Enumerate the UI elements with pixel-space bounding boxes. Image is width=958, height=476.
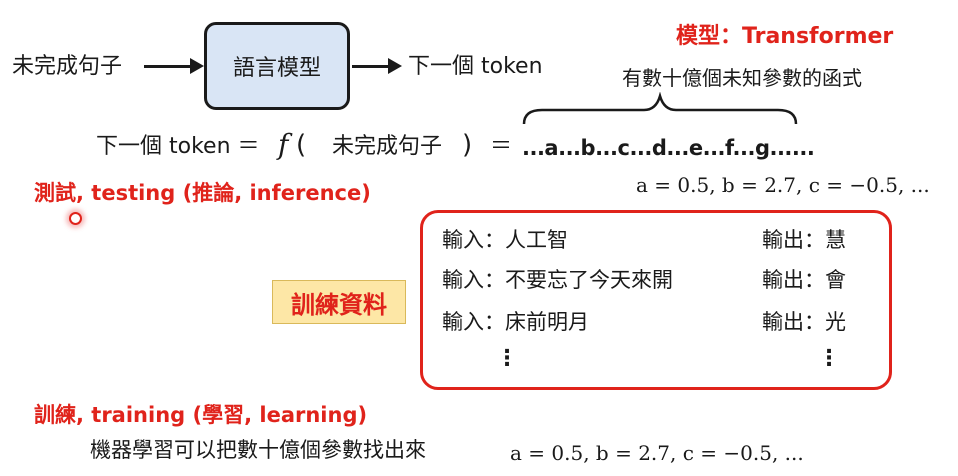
example-output-1: 輸出：慧 — [762, 228, 846, 252]
arrow-head-from-model — [388, 58, 402, 74]
input-label: 未完成句子 — [12, 54, 123, 79]
arrow-head-to-model — [190, 58, 204, 74]
pointer-dot — [69, 212, 82, 225]
bottom-text: 機器學習可以把數十億個參數找出來 — [90, 438, 426, 462]
model-type-label: 模型：Transformer — [676, 24, 894, 49]
function-f: f — [278, 128, 289, 161]
equation-equals: ＝ — [490, 134, 513, 159]
training-data-label: 訓練資料 — [272, 280, 406, 324]
example-input-3: 輸入：床前明月 — [442, 310, 589, 334]
arrow-from-model — [352, 65, 390, 68]
brace-caption: 有數十億個未知參數的函式 — [622, 66, 862, 90]
equation-lhs: 下一個 token ＝ — [96, 134, 260, 159]
parameter-values: a = 0.5, b = 2.7, c = −0.5, ... — [636, 173, 930, 197]
open-paren: ( — [296, 130, 307, 160]
arrow-to-model — [144, 65, 192, 68]
ellipsis-output: ⋮ — [818, 346, 840, 371]
testing-label: 測試, testing (推論, inference) — [34, 181, 371, 205]
example-output-2: 輸出：會 — [762, 268, 846, 292]
language-model-box: 語言模型 — [204, 22, 350, 110]
curly-brace — [522, 92, 798, 125]
bottom-parameter-values: a = 0.5, b = 2.7, c = −0.5, ... — [510, 441, 804, 465]
training-data-frame — [420, 210, 892, 390]
example-input-1: 輸入：人工智 — [442, 228, 568, 252]
output-label: 下一個 token — [408, 54, 543, 79]
parameter-list: ...a...b...c...d...e...f...g...... — [522, 136, 815, 160]
example-output-3: 輸出：光 — [762, 310, 846, 334]
close-paren: ) — [462, 130, 473, 160]
equation-arg: 未完成句子 — [332, 134, 443, 159]
ellipsis-input: ⋮ — [496, 346, 518, 371]
example-input-2: 輸入：不要忘了今天來開 — [442, 268, 673, 292]
training-label: 訓練, training (學習, learning) — [34, 403, 368, 427]
